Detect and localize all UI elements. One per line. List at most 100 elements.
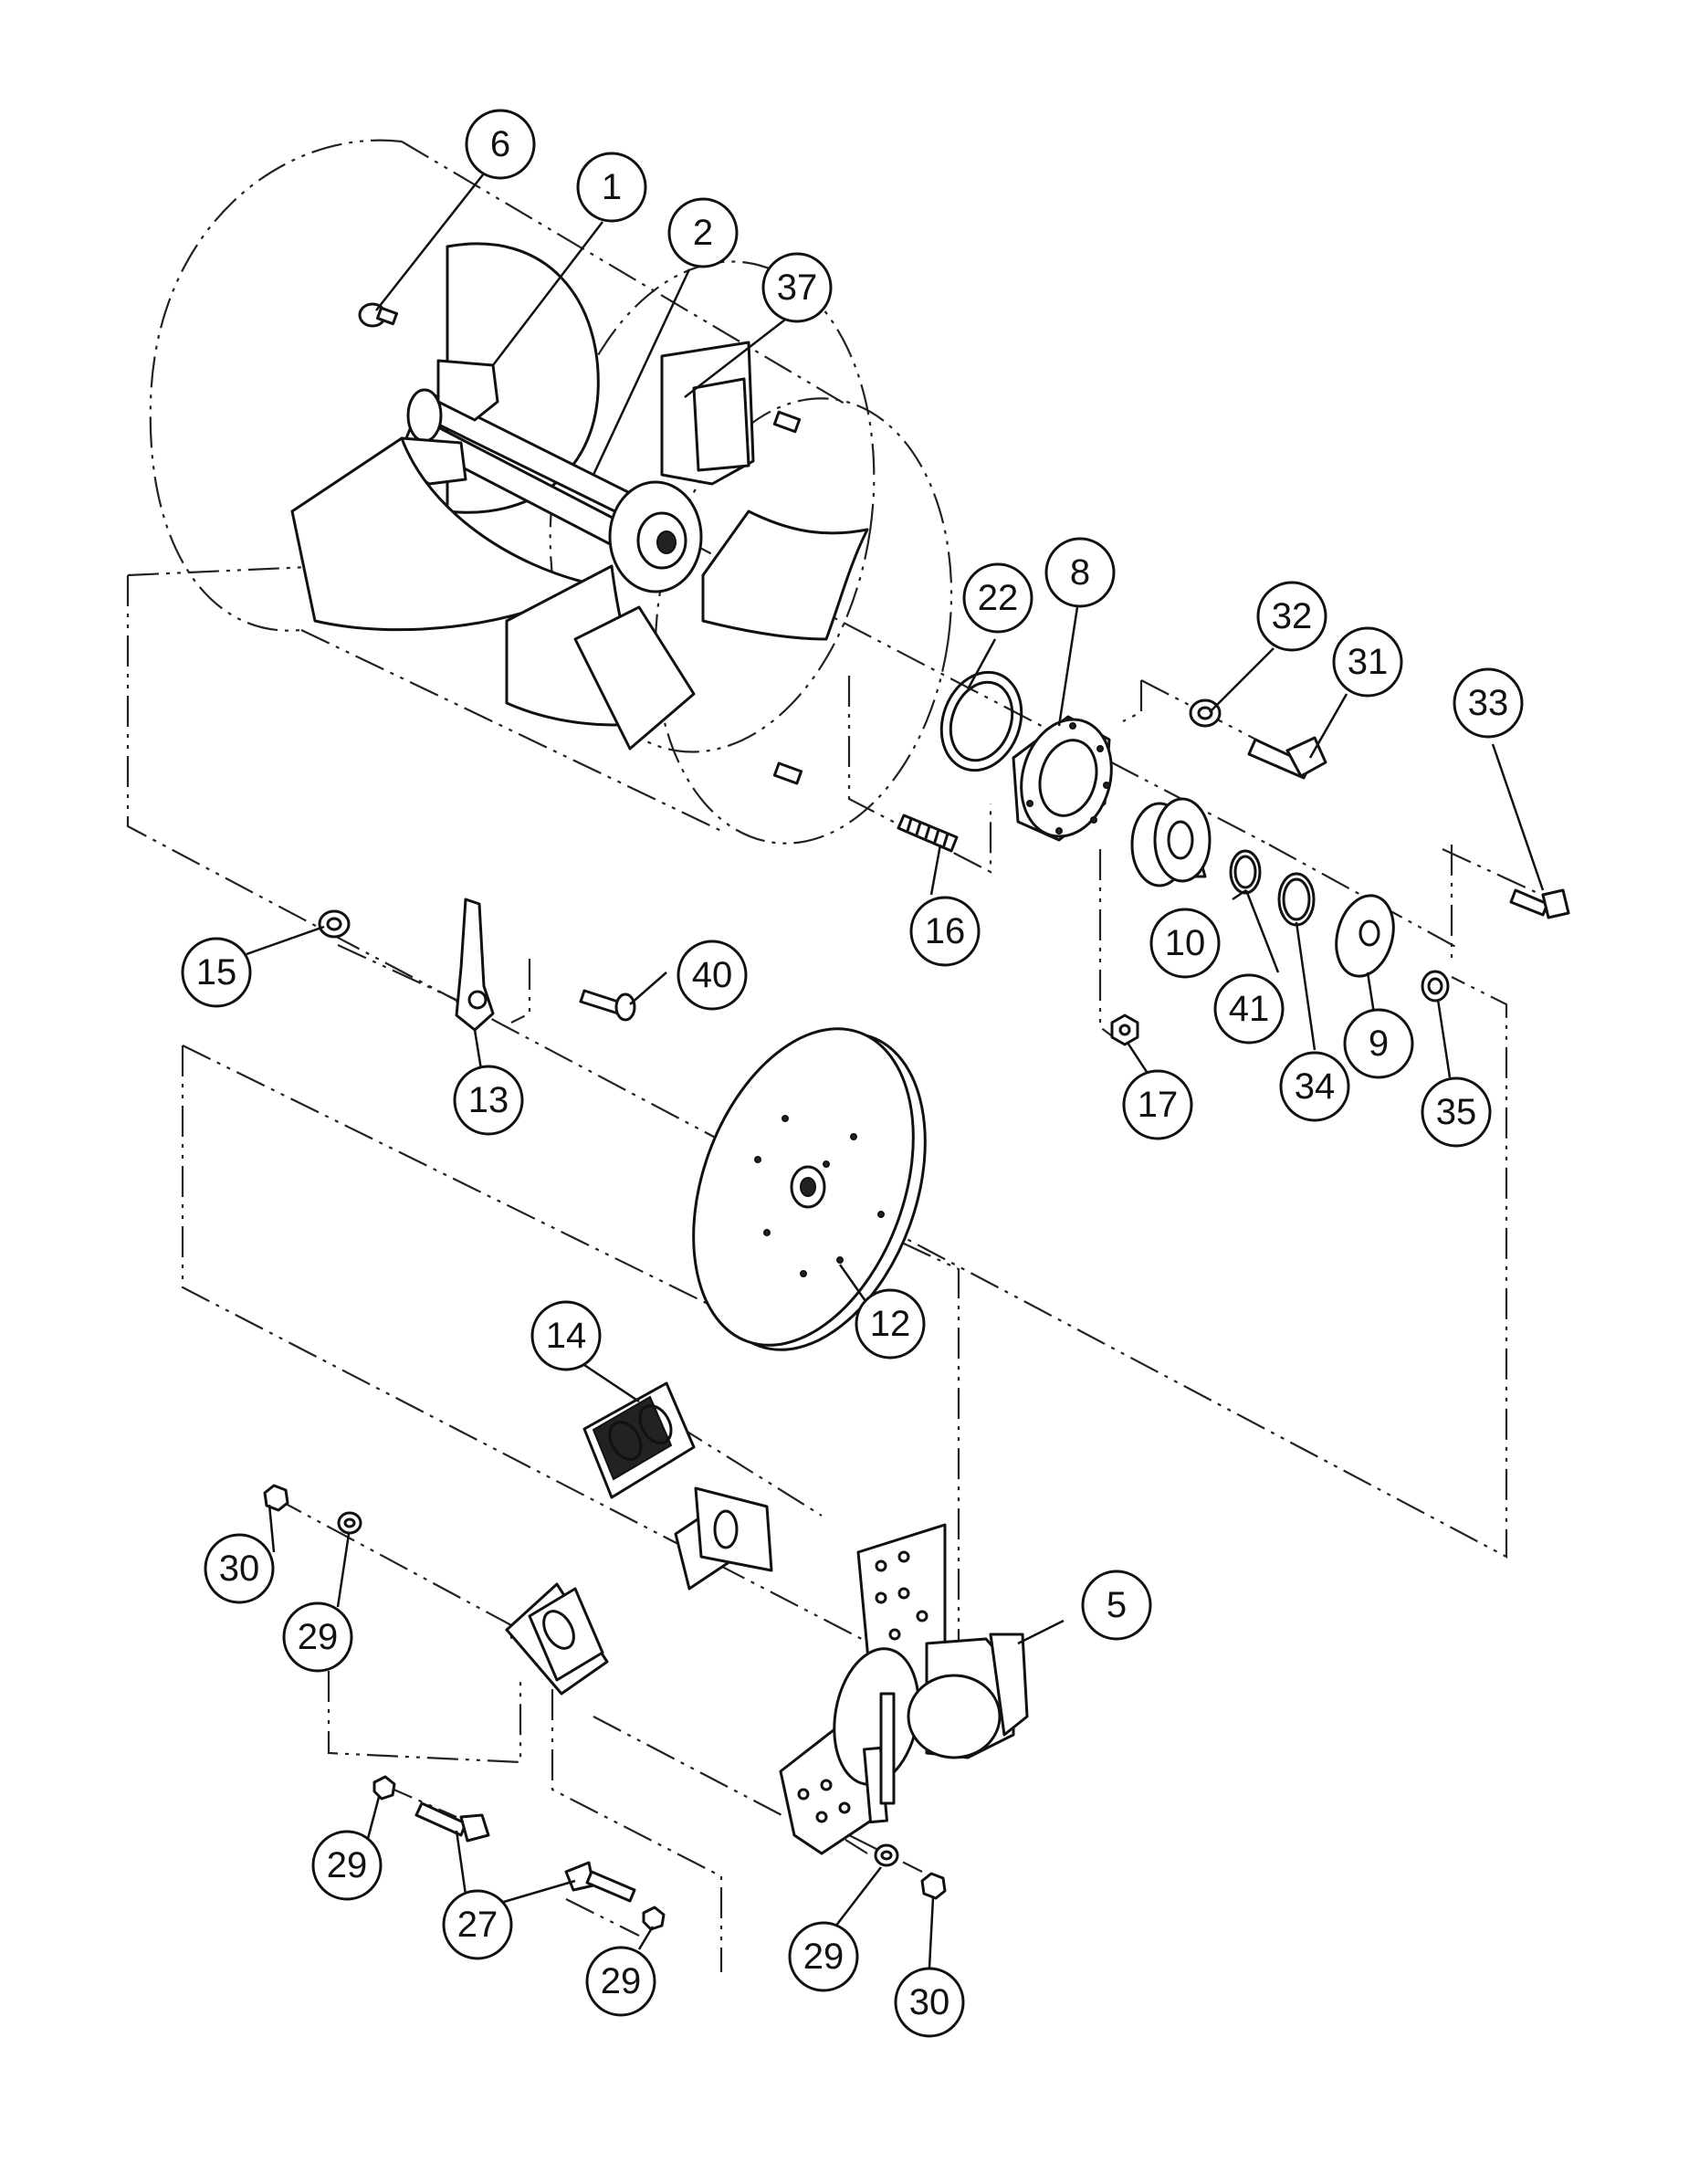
part-27-bolt-upper: [414, 1801, 490, 1843]
drum-key-upper: [772, 410, 802, 434]
callout-17-label: 17: [1138, 1085, 1179, 1125]
callout-29-upper: 29: [282, 1601, 353, 1673]
callout-10-label: 10: [1165, 923, 1206, 963]
callout-40: 40: [677, 940, 748, 1011]
callout-37-label: 37: [777, 268, 818, 308]
part-29-washer-lower: [874, 1843, 899, 1867]
bolt33-line: [1442, 848, 1562, 905]
callout-29-right-label: 29: [803, 1937, 844, 1977]
pad-pair-middle: [674, 1486, 773, 1591]
callout-9: 9: [1343, 1008, 1414, 1079]
part-14-pad-pair: [582, 1381, 696, 1499]
callout-10: 10: [1149, 908, 1221, 979]
drum-bottom-edge-phantom: [300, 629, 722, 832]
part-6-fitting: [358, 302, 399, 328]
part-34-ring: [1277, 872, 1316, 927]
stud16-phantom: [847, 676, 992, 874]
callout-30-lower-label: 30: [909, 1982, 950, 2022]
callout-29-left-label: 29: [327, 1845, 368, 1885]
part-35-nut: [1421, 970, 1450, 1003]
drum-plate-37: [692, 377, 750, 472]
lower-phantom-7: [675, 1423, 823, 1517]
part-15-washer: [318, 909, 351, 939]
callout-17: 17: [1122, 1069, 1193, 1140]
part-40-bolt: [579, 989, 636, 1022]
drum-key-lower: [772, 761, 803, 785]
part-33-bolt: [1509, 888, 1570, 919]
callout-6: 6: [465, 109, 536, 180]
drum-right-end-phantom: [654, 397, 953, 845]
callout-2-label: 2: [693, 213, 713, 253]
callout-5: 5: [1081, 1570, 1152, 1641]
lower-phantom-4: [593, 1716, 786, 1818]
callout-14-label: 14: [546, 1316, 587, 1356]
callout-13-label: 13: [468, 1080, 509, 1120]
part-29-washer-upper: [337, 1511, 362, 1535]
callout-41-label: 41: [1229, 989, 1270, 1029]
callout-27: 27: [442, 1889, 513, 1960]
pad-pair-lower: [505, 1582, 609, 1696]
shaft-centerline-2: [1268, 844, 1462, 950]
callout-8-label: 8: [1070, 552, 1090, 593]
callout-29-upper-label: 29: [298, 1617, 339, 1657]
callout-12-label: 12: [870, 1304, 911, 1344]
part-29-lockwasher-left: [372, 1775, 396, 1801]
callout-30-upper-label: 30: [219, 1549, 260, 1589]
callout-15: 15: [181, 937, 252, 1008]
part-29-lockwasher-right: [642, 1906, 666, 1931]
part-31-bolt: [1247, 736, 1327, 780]
callouts: 6 1 2 37 22 8 32 31: [181, 109, 1524, 2038]
washer15-phantom: [337, 944, 463, 1019]
callout-32: 32: [1256, 581, 1327, 652]
lower-phantom-3: [551, 1689, 723, 1972]
callout-41: 41: [1213, 973, 1285, 1045]
drum-blade-lower-plate: [573, 605, 696, 751]
callout-14: 14: [530, 1300, 602, 1371]
nut17-phantom: [1098, 849, 1119, 1042]
part-30-nut-lower: [920, 1872, 947, 1900]
part-10-bearing: [1130, 797, 1212, 887]
callout-35-label: 35: [1436, 1092, 1477, 1132]
callout-29-bottom-label: 29: [601, 1961, 642, 2001]
callout-31: 31: [1332, 626, 1403, 698]
callout-29-bottom: 29: [585, 1946, 656, 2017]
part-5-motor-bracket: [779, 1523, 1029, 1855]
lever13-phantom: [510, 959, 531, 1024]
callout-37: 37: [761, 252, 833, 323]
callout-27-label: 27: [457, 1905, 498, 1945]
callout-15-label: 15: [196, 952, 237, 992]
callout-16: 16: [909, 896, 981, 967]
callout-9-label: 9: [1369, 1024, 1389, 1064]
long-phantom-top: [127, 564, 330, 577]
lower-phantom-5: [383, 1783, 640, 1937]
callout-16-label: 16: [925, 911, 966, 951]
drum-left-bracket: [436, 359, 499, 422]
callout-12: 12: [855, 1288, 926, 1360]
part-16-stud: [897, 814, 959, 853]
callout-33-label: 33: [1468, 683, 1509, 723]
part-17-nut: [1110, 1013, 1139, 1046]
part-30-nut-upper: [263, 1484, 289, 1512]
lower-phantom-2: [327, 1671, 522, 1764]
part-22-gasket: [939, 670, 1023, 772]
callout-1: 1: [576, 152, 647, 223]
callout-22: 22: [962, 562, 1033, 634]
drum-flange-phantom: [549, 260, 876, 753]
reel-drum-assembly: [290, 242, 869, 785]
callout-2: 2: [667, 197, 739, 268]
callout-32-label: 32: [1272, 596, 1313, 636]
drum-shaft-end: [406, 388, 443, 443]
callout-35: 35: [1421, 1076, 1492, 1148]
drum-left-end-phantom: [149, 139, 403, 632]
drum-blade-right: [701, 509, 869, 641]
callout-29-right: 29: [788, 1921, 859, 1992]
callout-22-label: 22: [978, 578, 1019, 618]
part-32-washer: [1189, 698, 1222, 728]
callout-8: 8: [1044, 537, 1116, 608]
part-12-disc: [692, 1027, 927, 1351]
callout-29-left: 29: [311, 1830, 383, 1901]
callout-30-lower: 30: [894, 1967, 965, 2038]
callout-31-label: 31: [1348, 642, 1389, 682]
callout-30-upper: 30: [204, 1533, 275, 1604]
